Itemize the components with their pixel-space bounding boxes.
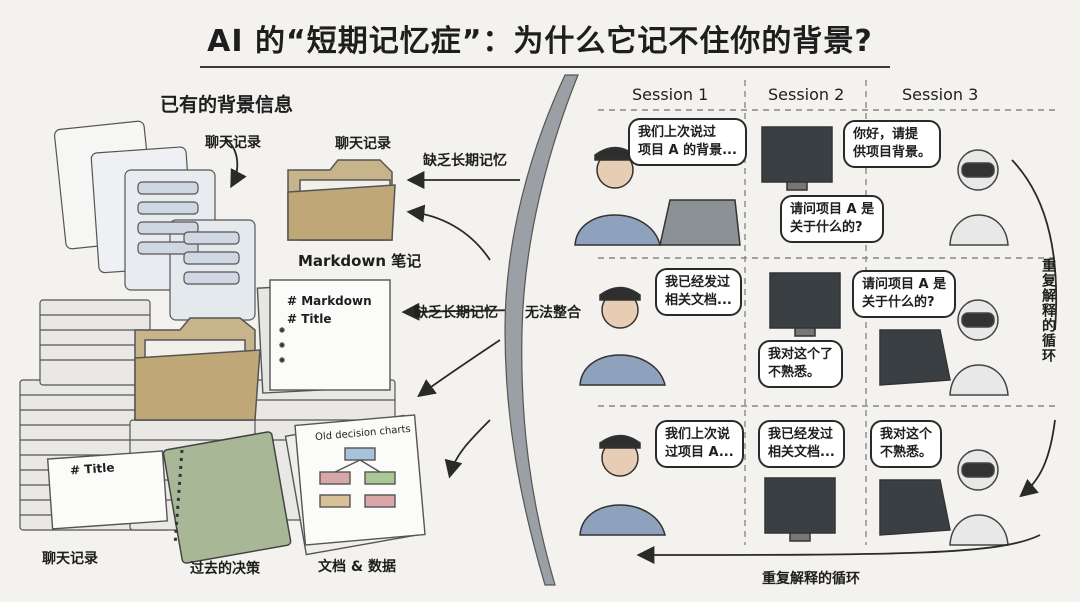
arrow-label-mid: 缺乏长期记忆 (414, 302, 498, 322)
label-docs: 文档 & 数据 (318, 556, 396, 576)
doc-markdown-line1: # Markdown (287, 294, 372, 308)
label-chat-folder: 聊天记录 (335, 133, 391, 153)
session-header-2: Session 2 (768, 85, 844, 104)
notebook (163, 431, 291, 563)
divider-crack (505, 75, 578, 585)
integrate-label: 无法整合 (525, 302, 581, 322)
users (575, 148, 665, 536)
bubble-ai-ask-row2: 请问项目 A 是关于什么的? (852, 270, 956, 318)
loop-label-right: 重复解释的循环 (1038, 258, 1058, 363)
arrow-label-top: 缺乏长期记忆 (423, 150, 507, 170)
folder-mid (135, 318, 260, 420)
bubble-user-row2: 我已经发过相关文档... (655, 268, 742, 316)
folder-top (288, 160, 395, 240)
bubble-ai-greet-row1: 你好，请提供项目背景。 (843, 120, 941, 168)
label-chat-bottom: 聊天记录 (42, 548, 98, 568)
robots (950, 150, 1008, 545)
label-chat-top: 聊天记录 (205, 132, 261, 152)
bubble-ai-unfamiliar-row2: 我对这个了不熟悉。 (758, 340, 843, 388)
loop-label-bottom: 重复解释的循环 (762, 568, 860, 588)
label-decisions: 过去的决策 (190, 558, 260, 578)
session-header-1: Session 1 (632, 85, 708, 104)
bubble-user2-row3: 我已经发过相关文档... (758, 420, 845, 468)
bubble-user-row1: 我们上次说过项目 A 的背景... (628, 118, 747, 166)
label-markdown: Markdown 笔记 (298, 250, 421, 271)
bubble-ai-unfamiliar-row3: 我对这个不熟悉。 (870, 420, 942, 468)
session-header-3: Session 3 (902, 85, 978, 104)
bubble-ai-ask-row1: 请问项目 A 是关于什么的? (780, 195, 884, 243)
bubble-user-row3: 我们上次说过项目 A... (655, 420, 744, 468)
monitors (762, 127, 840, 541)
doc-markdown-line2: # Title (287, 312, 332, 326)
